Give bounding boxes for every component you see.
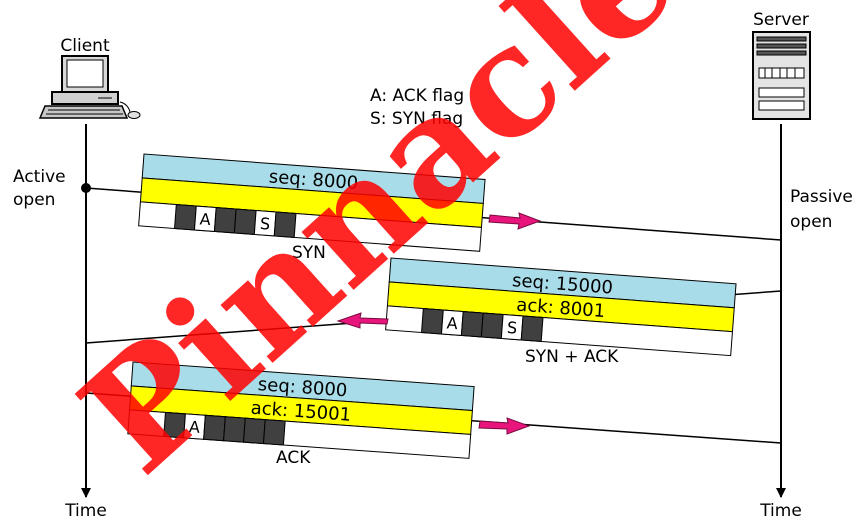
flag-bit-cell: [460, 311, 484, 338]
flag-bit-letter: A: [446, 313, 458, 333]
client-state-line-1: Active: [13, 167, 66, 187]
flag-bit-cell: [520, 315, 544, 342]
flag-bit-cell: [273, 211, 297, 238]
flag-bit-letter: S: [506, 318, 518, 338]
server-time-label: Time: [759, 501, 802, 521]
server-state-line-2: open: [790, 212, 832, 232]
flag-bits: A: [163, 411, 286, 446]
flag-bit-cell: [262, 419, 286, 446]
flag-bit-cell: [420, 308, 444, 335]
server-state-line-1: Passive: [790, 187, 853, 207]
server-tower-icon: [752, 31, 811, 120]
flag-bit-letter: S: [259, 214, 271, 234]
syn-ack-direction-arrow: [336, 312, 389, 329]
legend-syn-flag: S: SYN flag: [370, 109, 463, 129]
flag-bit-cell: [480, 312, 504, 339]
legend-ack-flag: A: ACK flag: [370, 86, 464, 106]
flag-bit-letter: A: [199, 209, 211, 229]
ack-direction-arrow: [478, 417, 531, 435]
segment-caption-syn-ack: SYN + ACK: [525, 347, 619, 367]
client-state-line-2: open: [13, 190, 55, 210]
flag-bit-cell: [173, 204, 197, 231]
segment-caption-syn: SYN: [292, 243, 326, 263]
client-label: Client: [60, 36, 110, 56]
syn-direction-arrow: [488, 212, 542, 230]
segment-caption-ack: ACK: [276, 448, 311, 468]
server-label: Server: [753, 10, 809, 30]
client-time-label: Time: [64, 501, 107, 521]
segment-ack: seq: 8000 ack: 15001 A: [127, 361, 475, 459]
flag-bit-letter: A: [188, 417, 200, 437]
client-computer-icon: [38, 55, 141, 119]
